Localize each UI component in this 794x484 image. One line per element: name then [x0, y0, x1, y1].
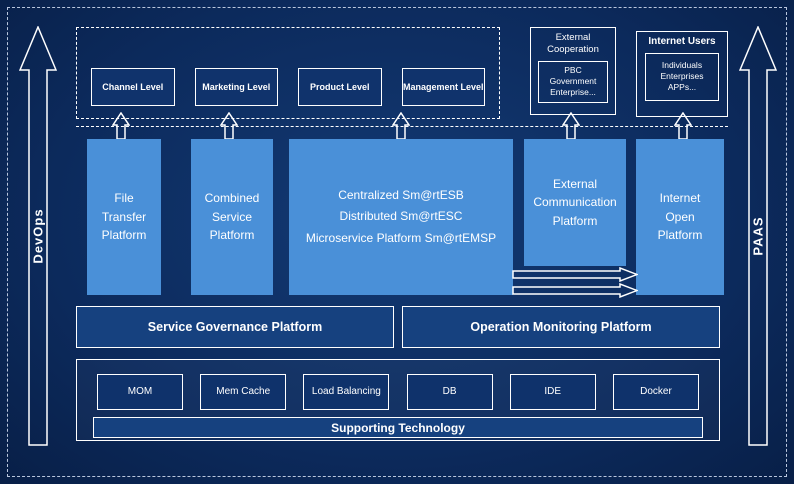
tech-mom: MOM [97, 374, 183, 410]
service-governance-platform: Service Governance Platform [76, 306, 394, 348]
up-arrow-icon [19, 26, 57, 446]
external-cooperation-title: External Cooperation [547, 32, 599, 55]
tech-mem-cache: Mem Cache [200, 374, 287, 410]
central-esb-line: Centralized Sm@rtESB [338, 187, 464, 202]
up-arrow-icon [673, 111, 693, 140]
internet-users-title: Internet Users [648, 36, 716, 47]
technology-row: MOM Mem Cache Load Balancing DB IDE Dock… [97, 374, 699, 410]
internet-open-platform: Internet Open Platform [636, 139, 724, 295]
level-marketing: Marketing Level [194, 68, 278, 106]
service-governance-label: Service Governance Platform [147, 320, 323, 334]
central-esc-line: Distributed Sm@rtESC [339, 209, 463, 224]
tech-docker: Docker [612, 374, 699, 410]
external-communication-platform: External Communication Platform [524, 139, 626, 266]
central-emsp-line: Microservice Platform Sm@rtEMSP [305, 230, 497, 245]
combined-service-platform: Combined Service Platform [191, 139, 273, 295]
up-arrow-icon [219, 111, 239, 140]
supporting-technology-bar: Supporting Technology [93, 417, 703, 438]
paas-label: PAAS [750, 216, 766, 256]
external-cooperation-item: PBC Government Enterprise... [538, 60, 608, 103]
tech-load-balancing: Load Balancing [303, 374, 390, 410]
right-arrow-icon [512, 282, 640, 299]
up-arrow-icon [739, 26, 777, 446]
levels-group: Channel Level Marketing Level Product Le… [76, 27, 500, 119]
level-management: Management Level [401, 68, 485, 106]
devops-label: DevOps [30, 208, 46, 264]
up-arrow-icon [391, 111, 411, 140]
tech-db: DB [406, 374, 493, 410]
up-arrow-icon [111, 111, 131, 140]
operation-monitoring-label: Operation Monitoring Platform [470, 320, 652, 334]
internet-users-item: Individuals Enterprises APPs... [645, 52, 719, 101]
combined-service-platform-label: Combined Service Platform [204, 191, 260, 243]
devops-arrow: DevOps [19, 26, 57, 446]
outer-dashed-border [7, 7, 787, 477]
internet-open-platform-label: Internet Open Platform [657, 191, 703, 243]
external-communication-platform-label: External Communication Platform [533, 176, 617, 228]
right-arrow-icon [512, 266, 640, 283]
operation-monitoring-platform: Operation Monitoring Platform [402, 306, 720, 348]
level-channel: Channel Level [91, 68, 175, 106]
level-product: Product Level [298, 68, 382, 106]
file-transfer-platform-label: File Transfer Platform [101, 191, 147, 243]
file-transfer-platform: File Transfer Platform [87, 139, 161, 295]
layer-divider-dashed-line [76, 126, 728, 127]
paas-arrow: PAAS [739, 26, 777, 446]
supporting-technology-label: Supporting Technology [331, 420, 465, 435]
internet-users-box: Internet Users Individuals Enterprises A… [636, 31, 728, 117]
external-cooperation-box: External Cooperation PBC Government Ente… [530, 27, 616, 115]
tech-ide: IDE [509, 374, 596, 410]
central-esb-platform: Centralized Sm@rtESB Distributed Sm@rtES… [289, 139, 513, 295]
supporting-technology-box: MOM Mem Cache Load Balancing DB IDE Dock… [76, 359, 720, 441]
up-arrow-icon [561, 111, 581, 140]
